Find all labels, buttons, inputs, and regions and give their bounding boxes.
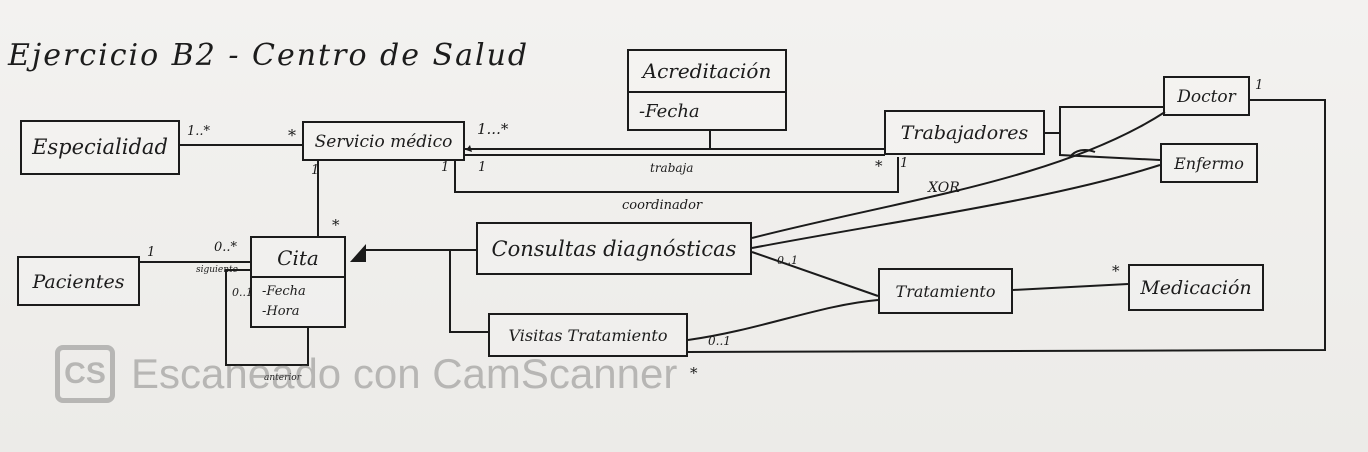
class-name: Servicio médico [314, 132, 453, 152]
mult-servicio-left: * [288, 126, 296, 145]
class-acreditacion: Acreditación -Fecha [627, 49, 787, 131]
class-name: Medicación [1140, 277, 1252, 299]
role-anterior: anterior [264, 373, 302, 383]
role-trabaja: trabaja [650, 161, 694, 175]
class-consultas-diagnosticas: Consultas diagnósticas [476, 222, 752, 275]
mult-visitas-star: * [690, 364, 698, 382]
watermark-text: Escaneado con CamScanner [131, 350, 678, 397]
mult-visitas: 0..1 [708, 334, 731, 348]
diagram-title: Ejercicio B2 - Centro de Salud [8, 38, 530, 73]
mult-trabaja-left1: 1 [441, 160, 450, 175]
attr-fecha: -Fecha [262, 284, 306, 299]
mult-trabaja-right2: 1 [900, 156, 909, 171]
mult-pacientes: 1 [147, 245, 156, 260]
mult-medicacion: * [1112, 262, 1120, 280]
class-trabajadores: Trabajadores [884, 110, 1045, 155]
mult-especialidad: 1..* [187, 124, 211, 139]
camscanner-watermark: CS Escaneado con CamScanner [55, 345, 677, 403]
mult-trabaja-left2: 1 [478, 160, 487, 175]
mult-trabaja-right1: * [875, 157, 883, 175]
camscanner-logo-icon: CS [55, 345, 115, 403]
mult-cita-left: 0..* [214, 240, 238, 255]
class-name: Acreditación [642, 59, 772, 83]
class-pacientes: Pacientes [17, 256, 140, 306]
mult-cita-top: * [332, 216, 340, 234]
class-tratamiento: Tratamiento [878, 268, 1013, 314]
class-enfermo: Enfermo [1160, 143, 1258, 183]
role-siguiente: siguiente [196, 265, 238, 275]
class-name: Especialidad [32, 135, 168, 159]
mult-servicio-bottom: 1 [311, 163, 320, 178]
class-name: Enfermo [1174, 154, 1244, 173]
mult-cita-lower: 0..1 [232, 286, 253, 299]
label-xor: XOR [928, 180, 960, 196]
class-name: Consultas diagnósticas [491, 237, 737, 261]
class-name: Visitas Tratamiento [508, 326, 668, 345]
attr-divider [252, 276, 344, 278]
class-name: Doctor [1177, 87, 1236, 107]
mult-doctor: 1 [1255, 78, 1264, 93]
attr-divider [629, 91, 785, 93]
class-name: Tratamiento [895, 282, 996, 301]
role-coordinador: coordinador [622, 198, 703, 213]
mult-servicio-right: 1...* [477, 120, 509, 138]
class-visitas-tratamiento: Visitas Tratamiento [488, 313, 688, 357]
attr-fecha: -Fecha [639, 101, 700, 122]
class-cita: Cita -Fecha -Hora [250, 236, 346, 328]
class-servicio-medico: Servicio médico [302, 121, 465, 161]
class-medicacion: Medicación [1128, 264, 1264, 311]
class-name: Pacientes [32, 271, 125, 293]
class-especialidad: Especialidad [20, 120, 180, 175]
mult-consultas: 0..1 [777, 254, 798, 267]
attr-hora: -Hora [262, 304, 300, 319]
class-name: Cita [277, 246, 319, 270]
class-name: Trabajadores [900, 122, 1029, 144]
class-doctor: Doctor [1163, 76, 1250, 116]
